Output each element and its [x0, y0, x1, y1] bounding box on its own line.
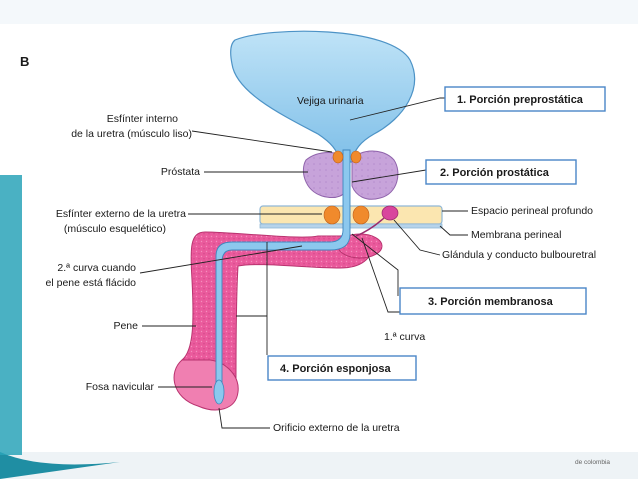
label-primera-curva: 1.ª curva [384, 331, 425, 343]
label-prostata: Próstata [161, 166, 200, 178]
label-esfinter-externo-2: (músculo esquelético) [64, 223, 166, 235]
label-vejiga: Vejiga urinaria [297, 95, 364, 107]
label-esfinter-interno-2: de la uretra (músculo liso) [71, 128, 192, 140]
perineal-space [259, 205, 443, 229]
footer-right: de colombia [575, 459, 610, 466]
external-sphincter [323, 205, 370, 225]
label-esfinter-externo-1: Esfínter externo de la uretra [56, 208, 186, 220]
prostate-shape [302, 150, 399, 200]
label-esfinter-interno-1: Esfínter interno [107, 113, 178, 125]
bulbourethral-gland [355, 205, 399, 237]
label-pene: Pene [113, 320, 138, 332]
label-espacio-perineal: Espacio perineal profundo [471, 205, 593, 217]
left-accent-curve [22, 175, 26, 455]
penis-illustration [173, 231, 383, 411]
callout-esponjosa-text: 4. Porción esponjosa [280, 363, 392, 375]
left-accent-bar [0, 175, 22, 455]
top-band [0, 0, 638, 24]
leader-lines [139, 97, 468, 429]
accent-swoosh [0, 452, 120, 479]
label-membrana-perineal: Membrana perineal [471, 229, 561, 241]
label-segunda-curva-1: 2.ª curva cuando [57, 262, 136, 274]
callout-prostatica-text: 2. Porción prostática [440, 167, 550, 179]
label-segunda-curva-2: el pene está flácido [46, 277, 137, 289]
label-orificio: Orificio externo de la uretra [273, 422, 400, 434]
callout-prostatica: 2. Porción prostática [425, 159, 577, 185]
callout-preprostatica-text: 1. Porción preprostática [457, 94, 584, 106]
navicular-fossa [213, 379, 225, 405]
internal-sphincter [332, 150, 362, 164]
figure-letter: B [20, 54, 29, 69]
bottom-band [0, 452, 638, 479]
callout-esponjosa: 4. Porción esponjosa [267, 355, 417, 381]
label-glandula: Glándula y conducto bulbouretral [442, 249, 596, 261]
label-fosa-navicular: Fosa navicular [86, 381, 155, 393]
callout-preprostatica: 1. Porción preprostática [444, 86, 606, 112]
callout-membranosa-text: 3. Porción membranosa [428, 296, 554, 308]
callout-membranosa: 3. Porción membranosa [399, 287, 587, 315]
